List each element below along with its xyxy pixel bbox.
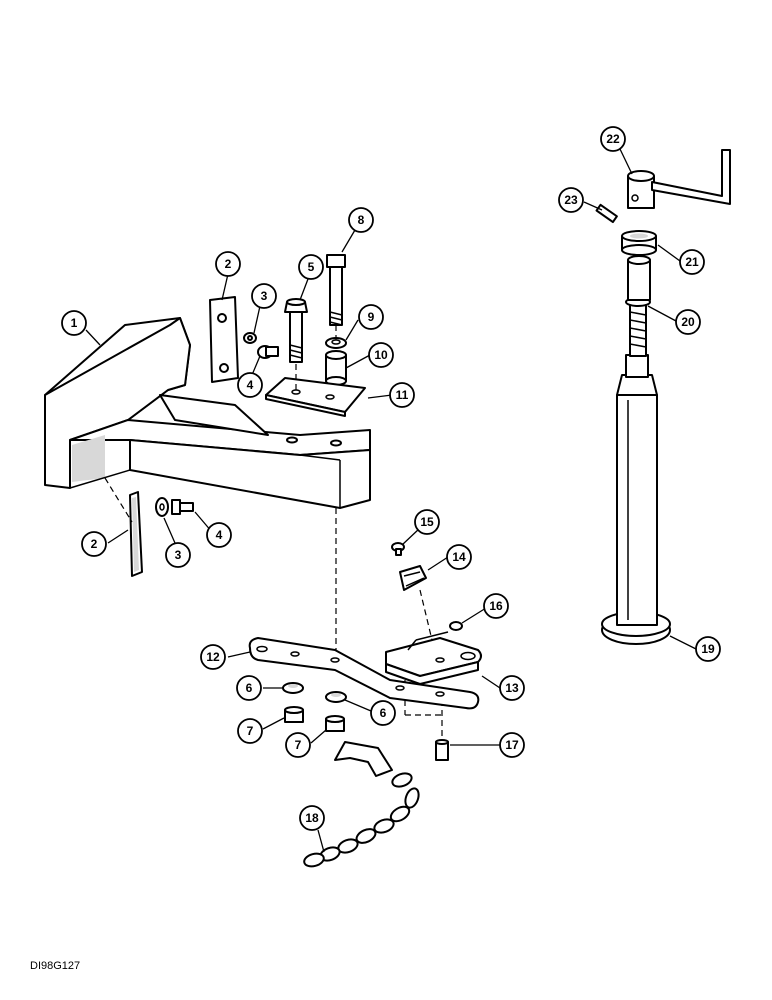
callout-label: 3 bbox=[261, 289, 268, 303]
callout-label: 3 bbox=[175, 548, 182, 562]
callout-label: 15 bbox=[420, 515, 434, 529]
callout-label: 14 bbox=[452, 550, 466, 564]
callout: 4 bbox=[206, 522, 232, 548]
callout: 3 bbox=[165, 542, 191, 568]
callout: 16 bbox=[483, 593, 509, 619]
callout: 15 bbox=[414, 509, 440, 535]
callout: 22 bbox=[600, 126, 626, 152]
callout-label: 18 bbox=[305, 811, 319, 825]
callout-label: 7 bbox=[247, 724, 254, 738]
callout: 17 bbox=[499, 732, 525, 758]
callout-label: 5 bbox=[308, 260, 315, 274]
callout: 23 bbox=[558, 187, 584, 213]
plate-11 bbox=[265, 377, 366, 417]
bolt-17 bbox=[435, 739, 449, 761]
washer-lower bbox=[155, 497, 169, 517]
callout-label: 1 bbox=[71, 316, 78, 330]
callout: 8 bbox=[348, 207, 374, 233]
callout-label: 22 bbox=[606, 132, 620, 146]
callout: 11 bbox=[389, 382, 415, 408]
callout-label: 6 bbox=[246, 681, 253, 695]
callout-label: 4 bbox=[247, 378, 254, 392]
washer-upper bbox=[243, 332, 257, 344]
callout-label: 8 bbox=[358, 213, 365, 227]
callout-label: 7 bbox=[295, 738, 302, 752]
nut-7-right bbox=[325, 715, 345, 732]
callout-label: 9 bbox=[368, 310, 375, 324]
callout-label: 2 bbox=[225, 257, 232, 271]
side-plate-upper bbox=[209, 296, 239, 383]
callout: 1 bbox=[61, 310, 87, 336]
callout-label: 13 bbox=[505, 681, 519, 695]
callout-label: 16 bbox=[489, 599, 503, 613]
callout: 19 bbox=[695, 636, 721, 662]
leader-lines bbox=[85, 148, 697, 853]
callout-label: 23 bbox=[564, 193, 578, 207]
callout: 3 bbox=[251, 283, 277, 309]
callout: 9 bbox=[358, 304, 384, 330]
callout: 12 bbox=[200, 644, 226, 670]
callout: 14 bbox=[446, 544, 472, 570]
washer-6-left bbox=[282, 682, 304, 694]
jack-stand bbox=[595, 149, 731, 645]
callout: 18 bbox=[299, 805, 325, 831]
clevis-13 bbox=[385, 631, 482, 685]
nut-7-left bbox=[284, 706, 304, 723]
callout: 21 bbox=[679, 249, 705, 275]
spacer-10 bbox=[325, 350, 347, 386]
bolt-upper-short bbox=[257, 345, 279, 359]
screw-15 bbox=[391, 542, 405, 556]
callout: 7 bbox=[285, 732, 311, 758]
callout-label: 17 bbox=[505, 738, 519, 752]
clip-14 bbox=[399, 565, 427, 591]
callout: 6 bbox=[236, 675, 262, 701]
callout-label: 19 bbox=[701, 642, 715, 656]
callout: 5 bbox=[298, 254, 324, 280]
figure-code: DI98G127 bbox=[30, 960, 81, 972]
callout: 2 bbox=[81, 531, 107, 557]
bolt-lower-short bbox=[171, 499, 194, 515]
callout-label: 6 bbox=[380, 706, 387, 720]
bolt-5 bbox=[284, 298, 308, 363]
callout: 6 bbox=[370, 700, 396, 726]
bolt-8 bbox=[326, 254, 346, 326]
callout-label: 12 bbox=[206, 650, 220, 664]
callout-label: 10 bbox=[374, 348, 388, 362]
callout-label: 20 bbox=[681, 315, 695, 329]
safety-chain-18 bbox=[303, 741, 420, 868]
callout-label: 4 bbox=[216, 528, 223, 542]
callout: 4 bbox=[237, 372, 263, 398]
callout-label: 21 bbox=[685, 255, 699, 269]
side-plate-lower bbox=[129, 491, 143, 577]
callout: 20 bbox=[675, 309, 701, 335]
washer-6-right bbox=[325, 691, 347, 703]
callout-label: 11 bbox=[396, 388, 409, 402]
callout: 2 bbox=[215, 251, 241, 277]
callout: 13 bbox=[499, 675, 525, 701]
drawbar-bracket bbox=[44, 317, 371, 509]
callout-label: 2 bbox=[91, 537, 98, 551]
callout: 7 bbox=[237, 718, 263, 744]
drawbar-link-12 bbox=[248, 637, 480, 710]
callout: 10 bbox=[368, 342, 394, 368]
pin-16 bbox=[449, 621, 463, 631]
